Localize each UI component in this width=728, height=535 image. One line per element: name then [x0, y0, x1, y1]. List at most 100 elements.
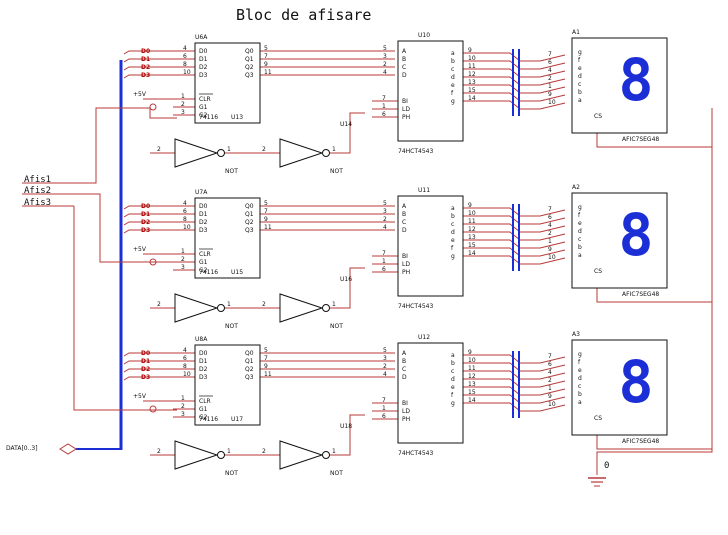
bus-tap-wire	[123, 205, 195, 210]
latch-out-num: 7	[264, 208, 268, 215]
decoder-out-num: 15	[468, 389, 476, 396]
bus-tap-label: D3	[141, 227, 150, 234]
latch-ctrl-pin: G1	[199, 259, 208, 266]
display-pin-num: 10	[548, 99, 556, 106]
inverter-pin: 1	[227, 301, 231, 308]
latch-pin-out: Q1	[245, 211, 254, 218]
latch-pin-out: Q0	[245, 350, 254, 357]
inverter-pin: 2	[157, 448, 161, 455]
latch-pin-num: 8	[183, 61, 187, 68]
decoder-in-num: 2	[383, 61, 387, 68]
display-seg-pin: a	[578, 97, 582, 104]
display-pin-num: 9	[548, 91, 552, 98]
display-pin-num: 6	[548, 361, 552, 368]
latch-ctrl-pin: G1	[199, 104, 208, 111]
latch-pin-num: 10	[183, 69, 191, 76]
latch-pin-out: Q0	[245, 48, 254, 55]
power-label: +5V	[133, 91, 147, 98]
decoder-pin-out: e	[451, 82, 455, 89]
latch-ref: U7A	[195, 189, 208, 196]
decoder-out-num: 10	[468, 357, 476, 364]
inverter-out	[326, 112, 365, 154]
decoder-ctrl-num: 6	[382, 266, 386, 273]
decoder-in-num: 4	[383, 224, 387, 231]
decoder-pin-in: C	[402, 64, 406, 71]
bus-tap-label: D0	[141, 350, 150, 357]
display-seg-pin: c	[578, 81, 581, 88]
latch-ref-2: U13	[231, 114, 243, 121]
latch-pin-in: D2	[199, 366, 208, 373]
latch-ctrl-num: 3	[181, 109, 185, 116]
decoder-pin-out: f	[451, 245, 454, 252]
display-cs: CS	[594, 113, 602, 120]
decoder-pin-in: C	[402, 366, 406, 373]
latch-ctrl-num: 1	[181, 395, 185, 402]
latch-ctrl-pin: G2	[199, 267, 208, 274]
latch-out-num: 5	[264, 347, 268, 354]
inverter-pin: 1	[332, 301, 336, 308]
decoder-ctrl-pin: PH	[402, 269, 410, 276]
decoder-out-num: 13	[468, 381, 476, 388]
pullup-node	[149, 405, 157, 413]
decoder-out-num: 12	[468, 226, 476, 233]
inverter-ref: U14	[340, 121, 352, 128]
decoder-ctrl-num: 1	[382, 405, 386, 412]
decoder-ctrl-num: 7	[382, 250, 386, 257]
latch-pin-out: Q3	[245, 72, 254, 79]
latch-ref-2: U15	[231, 269, 243, 276]
latch-pin-out: Q2	[245, 64, 254, 71]
not-gate	[279, 440, 324, 470]
display-seg-pin: d	[578, 73, 582, 80]
display-chip	[571, 339, 668, 436]
latch-pin-num: 6	[183, 355, 187, 362]
latch-chip	[194, 197, 261, 279]
latch-pin-num: 4	[183, 347, 187, 354]
bus-tap-label: D2	[141, 366, 150, 373]
display-pin-num: 6	[548, 59, 552, 66]
pullup-node	[149, 103, 157, 111]
decoder-out-num: 12	[468, 373, 476, 380]
inverter-pin: 2	[157, 301, 161, 308]
decoder-ctrl-num: 1	[382, 258, 386, 265]
decoder-pin-in: D	[402, 227, 407, 234]
latch-out-num: 5	[264, 45, 268, 52]
display-cs: CS	[594, 415, 602, 422]
display-seg-pin: d	[578, 228, 582, 235]
latch-pin-in: D3	[199, 227, 208, 234]
decoder-ctrl-num: 7	[382, 397, 386, 404]
pullup-node	[149, 258, 157, 266]
not-gate	[279, 138, 324, 168]
decoder-in-num: 4	[383, 371, 387, 378]
decoder-ctrl-pin: LD	[402, 261, 410, 268]
display-seg-pin: c	[578, 383, 581, 390]
not-gate	[279, 293, 324, 323]
display-pin-num: 7	[548, 353, 552, 360]
display-pin-num: 4	[548, 222, 552, 229]
latch-ctrl-num: 1	[181, 248, 185, 255]
bus-tap-wire	[123, 376, 195, 381]
decoder-ref: U10	[418, 32, 430, 39]
latch-pin-in: D2	[199, 219, 208, 226]
decoder-part: 74HCT4543	[398, 450, 433, 457]
display-seg-pin: b	[578, 89, 582, 96]
latch-pin-in: D1	[199, 358, 208, 365]
display-seg-pin: e	[578, 65, 582, 72]
latch-pin-in: D3	[199, 72, 208, 79]
display-seg-pin: e	[578, 367, 582, 374]
decoder-pin-out: a	[451, 352, 455, 359]
decoder-pin-in: B	[402, 211, 406, 218]
cs-return	[596, 435, 712, 450]
decoder-pin-out: e	[451, 237, 455, 244]
display-chip	[571, 37, 668, 134]
display-pin-num: 4	[548, 369, 552, 376]
bus-tap-wire	[123, 74, 195, 79]
latch-out-num: 9	[264, 61, 268, 68]
decoder-in-num: 2	[383, 363, 387, 370]
inverter-out	[326, 267, 365, 309]
latch-chip	[194, 344, 261, 426]
latch-ctrl-num: 3	[181, 264, 185, 271]
bus-tap-wire	[123, 66, 195, 71]
input-label-afis1: Afis1	[24, 175, 51, 185]
latch-pin-in: D1	[199, 56, 208, 63]
latch-pin-in: D0	[199, 203, 208, 210]
